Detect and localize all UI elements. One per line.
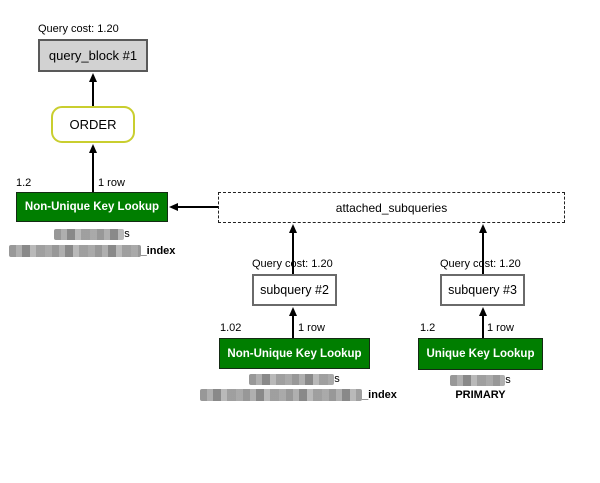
table1-rows-label: 1 row [98, 177, 125, 189]
table2-name-suffix: s [334, 373, 340, 385]
connector-table3-to-subquery3 [482, 316, 484, 338]
redacted-table-name [54, 228, 125, 240]
arrowhead-up-icon [479, 224, 487, 233]
arrowhead-up-icon [89, 144, 97, 153]
arrowhead-left-icon [169, 203, 178, 211]
query-cost-label: Query cost: 1.20 [38, 23, 119, 35]
table2-access-node[interactable]: Non-Unique Key Lookup [219, 338, 370, 369]
table2-cost-label: 1.02 [220, 322, 242, 334]
connector-table1-to-order [92, 153, 94, 192]
subquery2-cost-label: Query cost: 1.20 [252, 258, 333, 270]
table2-name-caption: s [219, 373, 370, 385]
redacted-table-name [249, 373, 335, 385]
subquery2-node[interactable]: subquery #2 [252, 274, 337, 306]
table1-access-node[interactable]: Non-Unique Key Lookup [16, 192, 168, 222]
table1-key-caption: _index [2, 245, 182, 257]
arrowhead-up-icon [479, 307, 487, 316]
order-node[interactable]: ORDER [51, 106, 135, 143]
query-block-node[interactable]: query_block #1 [38, 39, 148, 72]
arrowhead-up-icon [89, 73, 97, 82]
table3-name-caption: s [418, 374, 543, 386]
table2-key-caption: _index [196, 389, 401, 401]
subquery3-cost-label: Query cost: 1.20 [440, 258, 521, 270]
table2-rows-label: 1 row [298, 322, 325, 334]
connector-subquery2-to-attached [292, 233, 294, 274]
table3-key-caption: PRIMARY [418, 389, 543, 401]
table3-access-node[interactable]: Unique Key Lookup [418, 338, 543, 370]
arrowhead-up-icon [289, 307, 297, 316]
table3-cost-label: 1.2 [420, 322, 436, 334]
redacted-index-name [8, 245, 141, 257]
connector-subquery3-to-attached [482, 233, 484, 274]
connector-subqueries-to-table1 [177, 206, 218, 208]
arrowhead-up-icon [289, 224, 297, 233]
redacted-index-name [200, 389, 363, 401]
connector-order-to-queryblock [92, 82, 94, 106]
table1-cost-label: 1.2 [16, 177, 32, 189]
table1-name-suffix: s [124, 228, 130, 240]
table3-name-suffix: s [505, 374, 511, 386]
table1-key-suffix: _index [140, 245, 176, 257]
attached-subqueries-node[interactable]: attached_subqueries [218, 192, 565, 223]
table1-name-caption: s [16, 228, 168, 240]
subquery3-node[interactable]: subquery #3 [440, 274, 525, 306]
redacted-table-name [450, 374, 506, 386]
table3-key-label: PRIMARY [455, 389, 506, 401]
connector-table2-to-subquery2 [292, 316, 294, 338]
table2-key-suffix: _index [362, 389, 397, 401]
table3-rows-label: 1 row [487, 322, 514, 334]
